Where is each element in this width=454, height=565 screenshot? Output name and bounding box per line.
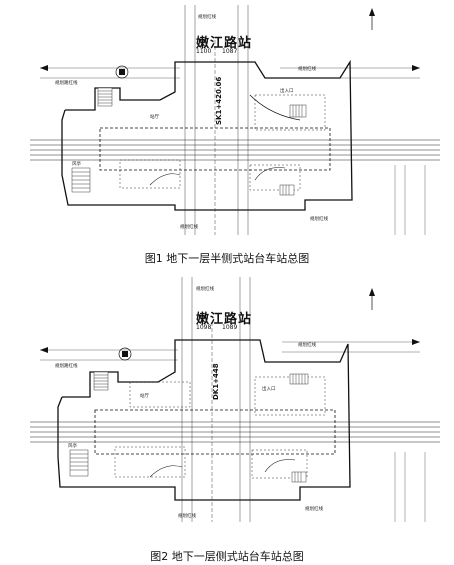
station-boundary <box>61 59 353 211</box>
label-bottom-left-2: 规划红线 <box>178 512 196 519</box>
label-duct-2: 风亭 <box>68 442 77 449</box>
label-right-top-1: 规划红线 <box>298 65 316 72</box>
label-left-road-1: 规划路红线 <box>55 79 78 86</box>
label-top-road-2: 规划红线 <box>196 285 214 292</box>
figure-1: 规划红线 规划路红线 规划红线 出入口 站厅 风亭 规划红线 规划红线 SK1+… <box>0 0 454 270</box>
label-bottom-right-1: 规划红线 <box>310 215 328 222</box>
label-corridor-1: 站厅 <box>150 113 159 120</box>
label-bottom-left-1: 规划红线 <box>180 223 198 230</box>
label-top-road-1: 规划红线 <box>198 13 216 20</box>
caption-2: 图2 地下一层侧式站台车站总图 <box>150 550 304 563</box>
code-right-1: 1087 <box>222 48 238 55</box>
station-boundary <box>57 339 351 501</box>
caption-1: 图1 地下一层半侧式站台车站总图 <box>144 252 310 265</box>
figure-2: 规划红线 规划路红线 规划红线 出入口 站厅 风亭 规划红线 规划红线 DK1+… <box>0 272 454 565</box>
station-name-1: 嫩江路站 <box>196 36 253 51</box>
station-name-2: 嫩江路站 <box>196 312 253 327</box>
label-bottom-right-2: 规划红线 <box>305 505 323 512</box>
chainage-2: DK1+448 <box>212 363 220 400</box>
code-right-2: 1089 <box>222 324 238 331</box>
station-plan-2: 规划红线 规划路红线 规划红线 出入口 站厅 风亭 规划红线 规划红线 DK1+… <box>30 277 440 522</box>
label-right-top-2: 规划红线 <box>298 341 316 348</box>
label-duct-1: 风亭 <box>72 160 81 167</box>
code-left-2: 1098 <box>196 324 212 331</box>
station-plan-1: 规划红线 规划路红线 规划红线 出入口 站厅 风亭 规划红线 规划红线 SK1+… <box>30 5 440 235</box>
label-exit-2: 出入口 <box>262 385 276 392</box>
label-exit-1: 出入口 <box>280 87 294 94</box>
label-left-road-2: 规划路红线 <box>55 362 78 369</box>
code-left-1: 1100 <box>196 48 212 55</box>
chainage-1: SK1+420.06 <box>215 77 223 125</box>
label-corridor-2: 站厅 <box>140 392 149 399</box>
